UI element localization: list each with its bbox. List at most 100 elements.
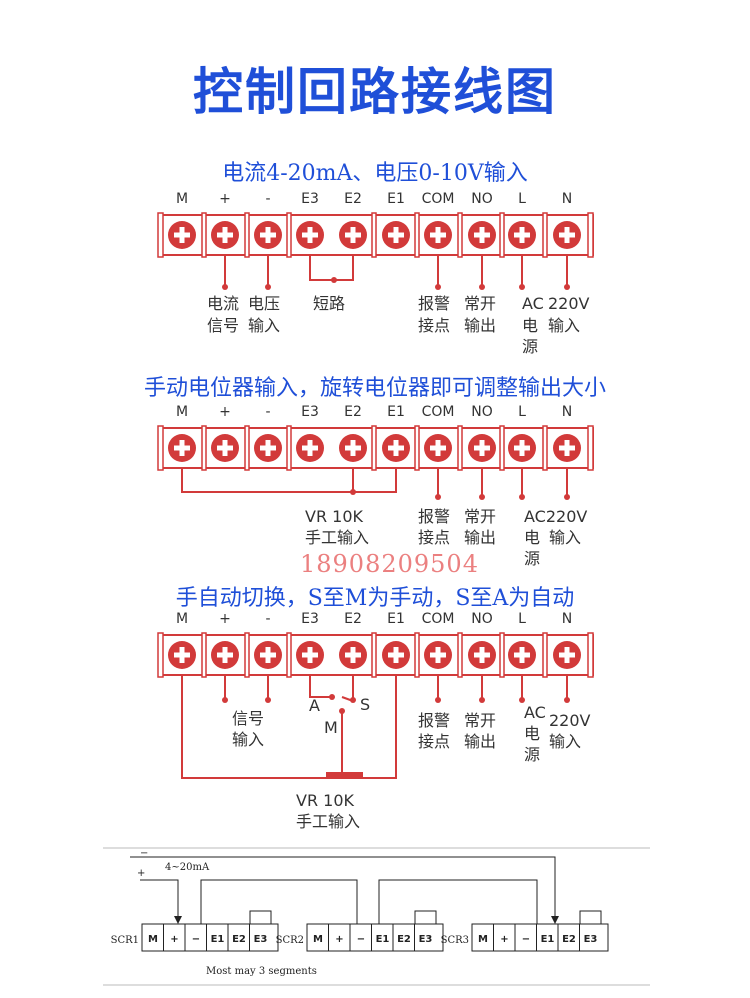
minus-label: − [140,848,148,859]
unit-terminal-4: E2 [232,934,246,945]
plus-glyph [393,440,399,456]
shape: 报警 [418,711,450,730]
junction-dot [564,284,570,290]
terminal-screw-NO [468,434,496,462]
shape: 电流 [207,294,239,313]
terminal-strip [157,632,594,678]
terminal-label-0: M [176,404,188,420]
plus-glyph [265,647,271,663]
strip-divider [457,425,463,471]
plus-glyph [564,647,570,663]
unit-terminal-4: E2 [562,934,576,945]
shape: 电压 [248,294,280,313]
shape: 电 [524,528,540,547]
strip-end [587,212,594,258]
arrow-icon [551,916,559,924]
strip-divider [244,632,250,678]
strip-end [157,632,164,678]
junction-dot [479,284,485,290]
plus-glyph [350,647,356,663]
terminal-label-5: E1 [387,611,405,627]
unit-terminal-3: E1 [541,934,555,945]
watermark-phone: 18908209504 [300,550,479,578]
unit-terminal-1: + [500,934,508,945]
terminal-label-8: L [518,404,526,420]
shape: 220V [549,711,591,730]
signal-label: 4~20mA [165,862,210,873]
unit-block [141,923,279,952]
plus-glyph [265,440,271,456]
junction-dot [519,284,525,290]
wire [140,879,179,918]
terminal-label-7: NO [471,611,493,627]
terminal-label-8: L [518,191,526,207]
strip-end [587,425,594,471]
strip-divider [542,632,548,678]
terminal-screw-+ [211,221,239,249]
unit-terminal-4: E2 [397,934,411,945]
terminal-label-4: E2 [344,191,362,207]
unit-terminal-0: M [313,934,323,945]
terminal-screw-N [553,641,581,669]
plus-glyph [179,440,185,456]
terminal-label-5: E1 [387,404,405,420]
junction-dot [435,697,441,703]
terminal-screw-E1 [382,434,410,462]
shape: 输入 [549,732,581,751]
terminal-label-4: E2 [344,611,362,627]
shape: A [309,696,320,715]
plus-glyph [435,440,441,456]
plus-glyph [519,227,525,243]
shape: 源 [524,549,540,568]
terminal-screw-L [508,221,536,249]
terminal-screw-+ [211,434,239,462]
unit-terminal-2: − [357,934,365,945]
shape: 信号 [207,316,239,335]
unit-terminal-0: M [478,934,488,945]
strip-divider [457,632,463,678]
shape: 输出 [464,316,496,335]
terminal-label-3: E3 [301,191,319,207]
junction-dot [222,284,228,290]
terminal-label-6: COM [422,404,455,420]
plus-glyph [393,227,399,243]
wire [130,856,556,918]
strip-divider [457,212,463,258]
shape: 接点 [418,316,450,335]
strip-divider [499,425,505,471]
plus-glyph [179,647,185,663]
wire [309,255,354,281]
terminal-strip [157,212,594,258]
terminal-label-9: N [562,404,572,420]
plus-glyph [393,647,399,663]
junction-dot [519,697,525,703]
terminal-screw-E2 [339,641,367,669]
arrow-icon [174,916,182,924]
shape: 报警 [418,294,450,313]
junction-dot [564,494,570,500]
plus-glyph [519,647,525,663]
shape: 报警 [418,507,450,526]
strip-divider [542,425,548,471]
shape: AC220V [524,507,587,526]
shape: 接点 [418,732,450,751]
terminal-screw-E1 [382,221,410,249]
terminal-label-7: NO [471,404,493,420]
terminal-screw-E1 [382,641,410,669]
unit-terminal-2: − [522,934,530,945]
unit-terminal-2: − [192,934,200,945]
plus-glyph [479,440,485,456]
wire [579,910,602,924]
section2-heading: 手动电位器输入，旋转电位器即可调整输出大小 [143,376,606,401]
terminal-label-9: N [562,611,572,627]
terminal-screw-COM [424,221,452,249]
shape: VR 10K [305,507,364,526]
terminal-screw-E2 [339,434,367,462]
terminal-screw-+ [211,641,239,669]
terminal-label-4: E2 [344,404,362,420]
potentiometer-icon [326,772,363,778]
shape: 电 [522,316,538,335]
terminal-screw-NO [468,641,496,669]
junction-dot [435,284,441,290]
wire [378,879,538,924]
